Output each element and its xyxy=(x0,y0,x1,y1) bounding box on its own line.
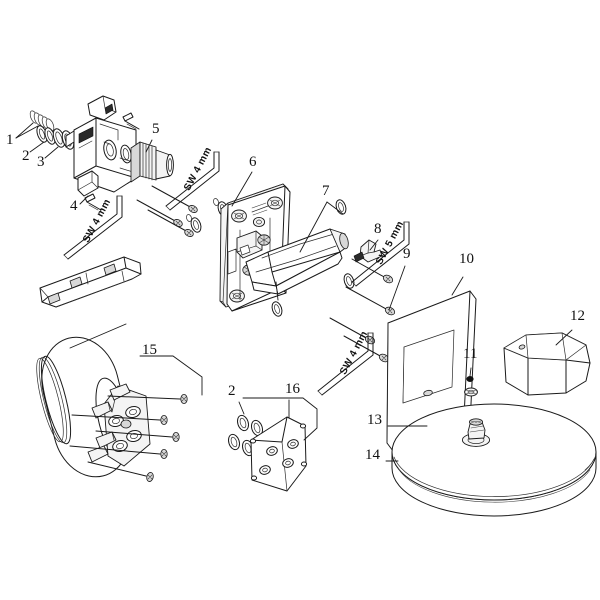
part-1-spring xyxy=(29,110,55,132)
callout-2a: 2 xyxy=(22,148,30,164)
callout-9: 9 xyxy=(403,246,411,262)
callout-12: 12 xyxy=(570,308,585,324)
part-7-spout-body xyxy=(236,228,349,295)
part-15-through-bolts xyxy=(69,393,188,482)
allen-key-sw4-mid xyxy=(165,151,220,211)
loose-o-rings-right xyxy=(271,199,355,317)
leaders-gasket-bracket xyxy=(238,397,318,441)
leader-12 xyxy=(555,329,573,346)
group-wedge-cap xyxy=(503,329,591,396)
part-15-cylinder-housing xyxy=(36,336,151,478)
valve-body-block xyxy=(65,95,137,197)
part-5-cartridge-sleeve xyxy=(130,141,174,183)
callout-3: 3 xyxy=(37,154,45,170)
group-disc-assembly xyxy=(385,403,597,517)
part-4-set-screws xyxy=(84,112,140,211)
mounting-rail-bracket xyxy=(39,256,142,308)
callout-13: 13 xyxy=(367,412,382,428)
callout-8: 8 xyxy=(374,221,382,237)
callout-14: 14 xyxy=(365,447,380,463)
part-8-clamp-bracket xyxy=(353,239,383,263)
leaders-cylinder xyxy=(69,323,203,396)
leaders-disc xyxy=(385,425,428,462)
callout-1: 1 xyxy=(6,132,14,148)
allen-key-sw4-right xyxy=(317,332,374,396)
part-2-washer-set xyxy=(36,125,56,145)
leaders-cover xyxy=(451,276,472,377)
callout-16: 16 xyxy=(285,381,300,397)
group-upper-left-valve xyxy=(15,95,220,260)
leaders-mid xyxy=(231,171,406,311)
group-mid-body-plate xyxy=(186,171,410,396)
long-fixing-screws-upper xyxy=(136,185,198,237)
callout-5: 5 xyxy=(152,121,160,137)
callout-10: 10 xyxy=(459,251,474,267)
part-16-diamond-bracket xyxy=(249,416,308,492)
part-12-wedge-cap xyxy=(503,332,591,396)
group-cylinder-assembly xyxy=(36,256,203,482)
callout-7: 7 xyxy=(322,183,330,199)
callout-15: 15 xyxy=(142,342,157,358)
part-14-shower-plate-disc xyxy=(391,403,597,517)
part-13-disc-trim-ring xyxy=(461,418,491,447)
callout-11: 11 xyxy=(463,346,478,362)
callout-2b: 2 xyxy=(228,383,236,399)
allen-key-sw4-left xyxy=(63,195,123,260)
group-gasket-bracket xyxy=(227,397,318,492)
callout-4: 4 xyxy=(70,198,78,214)
callout-6: 6 xyxy=(249,154,257,170)
leaders-upper-left xyxy=(15,122,153,205)
allen-key-sw5 xyxy=(351,221,410,287)
part-11-grub-screw-washer xyxy=(464,376,478,397)
